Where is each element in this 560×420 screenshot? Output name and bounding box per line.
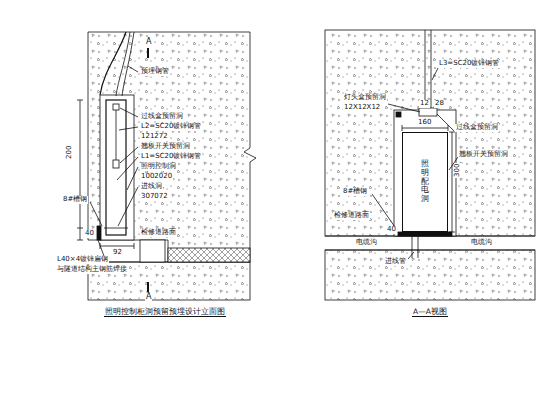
dimension: 12X12X12 bbox=[343, 104, 381, 112]
dimension: 40 bbox=[386, 226, 397, 234]
dimension: 40 bbox=[84, 230, 95, 238]
callout: 灯头盒预留洞 bbox=[343, 94, 387, 102]
callout: 进线管 bbox=[384, 258, 407, 266]
dimension: 12 bbox=[419, 100, 430, 108]
callout: 进线洞 bbox=[140, 183, 163, 191]
callout: 电缆沟 bbox=[355, 239, 378, 247]
callout: 检修道路面 bbox=[140, 229, 177, 237]
dimension: 121272 bbox=[140, 133, 169, 141]
callout: 检修道路面 bbox=[333, 212, 370, 220]
callout: 翘板开关预留洞 bbox=[140, 143, 191, 151]
callout: 预埋钢管 bbox=[140, 68, 170, 76]
dimension: 307072 bbox=[140, 193, 169, 201]
callout: 8#槽钢 bbox=[342, 188, 368, 196]
dimension: 300 bbox=[454, 163, 462, 178]
cabinet-label: 照明配电洞 bbox=[421, 160, 429, 204]
dimension: 28 bbox=[434, 100, 445, 108]
callout: L3=SC20镀锌钢管 bbox=[438, 60, 500, 68]
callout: L1=SC20镀锌钢管 bbox=[140, 153, 202, 161]
callout: 照明控制洞 bbox=[140, 163, 177, 171]
dimension: 200 bbox=[66, 145, 74, 160]
callout: L2=SC20镀锌钢管 bbox=[140, 123, 202, 131]
callout: 过线盒预留洞 bbox=[140, 113, 184, 121]
section-mark: A bbox=[145, 38, 152, 47]
view-title: 照明控制柜洞预留预埋设计立面图 bbox=[104, 308, 226, 317]
view-title: A—A视图 bbox=[412, 308, 448, 317]
callout: 过线盒预留洞 bbox=[455, 124, 499, 132]
callout: 8#槽钢 bbox=[62, 196, 88, 204]
right-view bbox=[325, 30, 535, 300]
callout: 翘板开关预留洞 bbox=[458, 151, 509, 159]
callout: 与隧道结构主钢筋焊接 bbox=[56, 266, 128, 274]
callout: 电缆沟 bbox=[470, 239, 493, 247]
section-mark: A bbox=[145, 293, 152, 302]
dimension: 92 bbox=[112, 249, 123, 257]
dimension: 1002020 bbox=[140, 173, 173, 181]
callout: L40×4镀锌扁钢 bbox=[56, 256, 109, 264]
cabinet-box: 照明配电洞 bbox=[402, 132, 448, 232]
dimension: 160 bbox=[417, 119, 432, 127]
